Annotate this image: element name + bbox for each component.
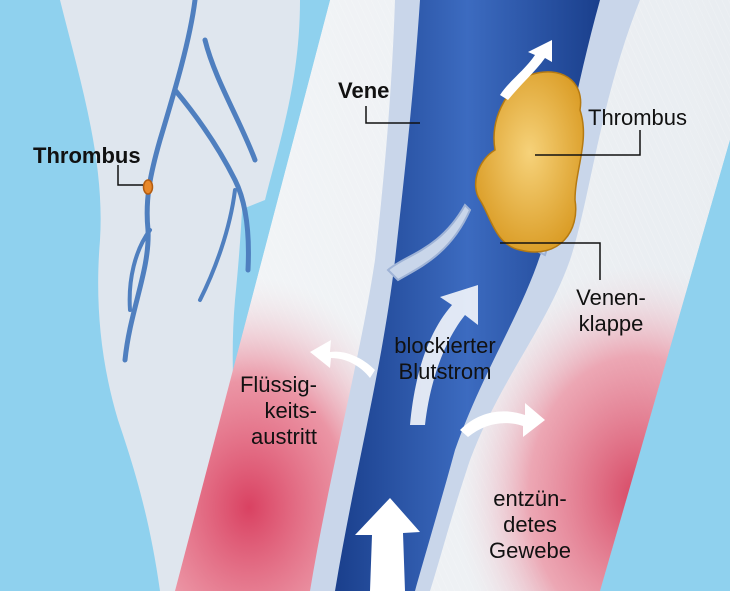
label-vene: Vene	[338, 78, 389, 104]
label-fluessigkeit-line-1: Flüssig-	[225, 372, 317, 398]
label-venenklappe-line-1: Venen-	[556, 285, 666, 311]
label-venenklappe: Venen- klappe	[556, 285, 666, 337]
label-gewebe-line-3: Gewebe	[475, 538, 585, 564]
label-blutstrom-line-2: Blutstrom	[385, 359, 505, 385]
label-entzuendetes-gewebe: entzün- detes Gewebe	[475, 486, 585, 564]
label-fluessigkeit-line-2: keits-	[225, 398, 317, 424]
leg-thrombus-marker	[144, 180, 153, 194]
label-venenklappe-line-2: klappe	[556, 311, 666, 337]
label-gewebe-line-2: detes	[475, 512, 585, 538]
label-thrombus-leg: Thrombus	[33, 143, 141, 169]
label-blockierter-blutstrom: blockierter Blutstrom	[385, 333, 505, 385]
label-blutstrom-line-1: blockierter	[385, 333, 505, 359]
label-fluessigkeit-line-3: austritt	[225, 424, 317, 450]
label-thrombus-main: Thrombus	[588, 105, 687, 131]
label-fluessigkeitsaustritt: Flüssig- keits- austritt	[225, 372, 317, 450]
label-gewebe-line-1: entzün-	[475, 486, 585, 512]
